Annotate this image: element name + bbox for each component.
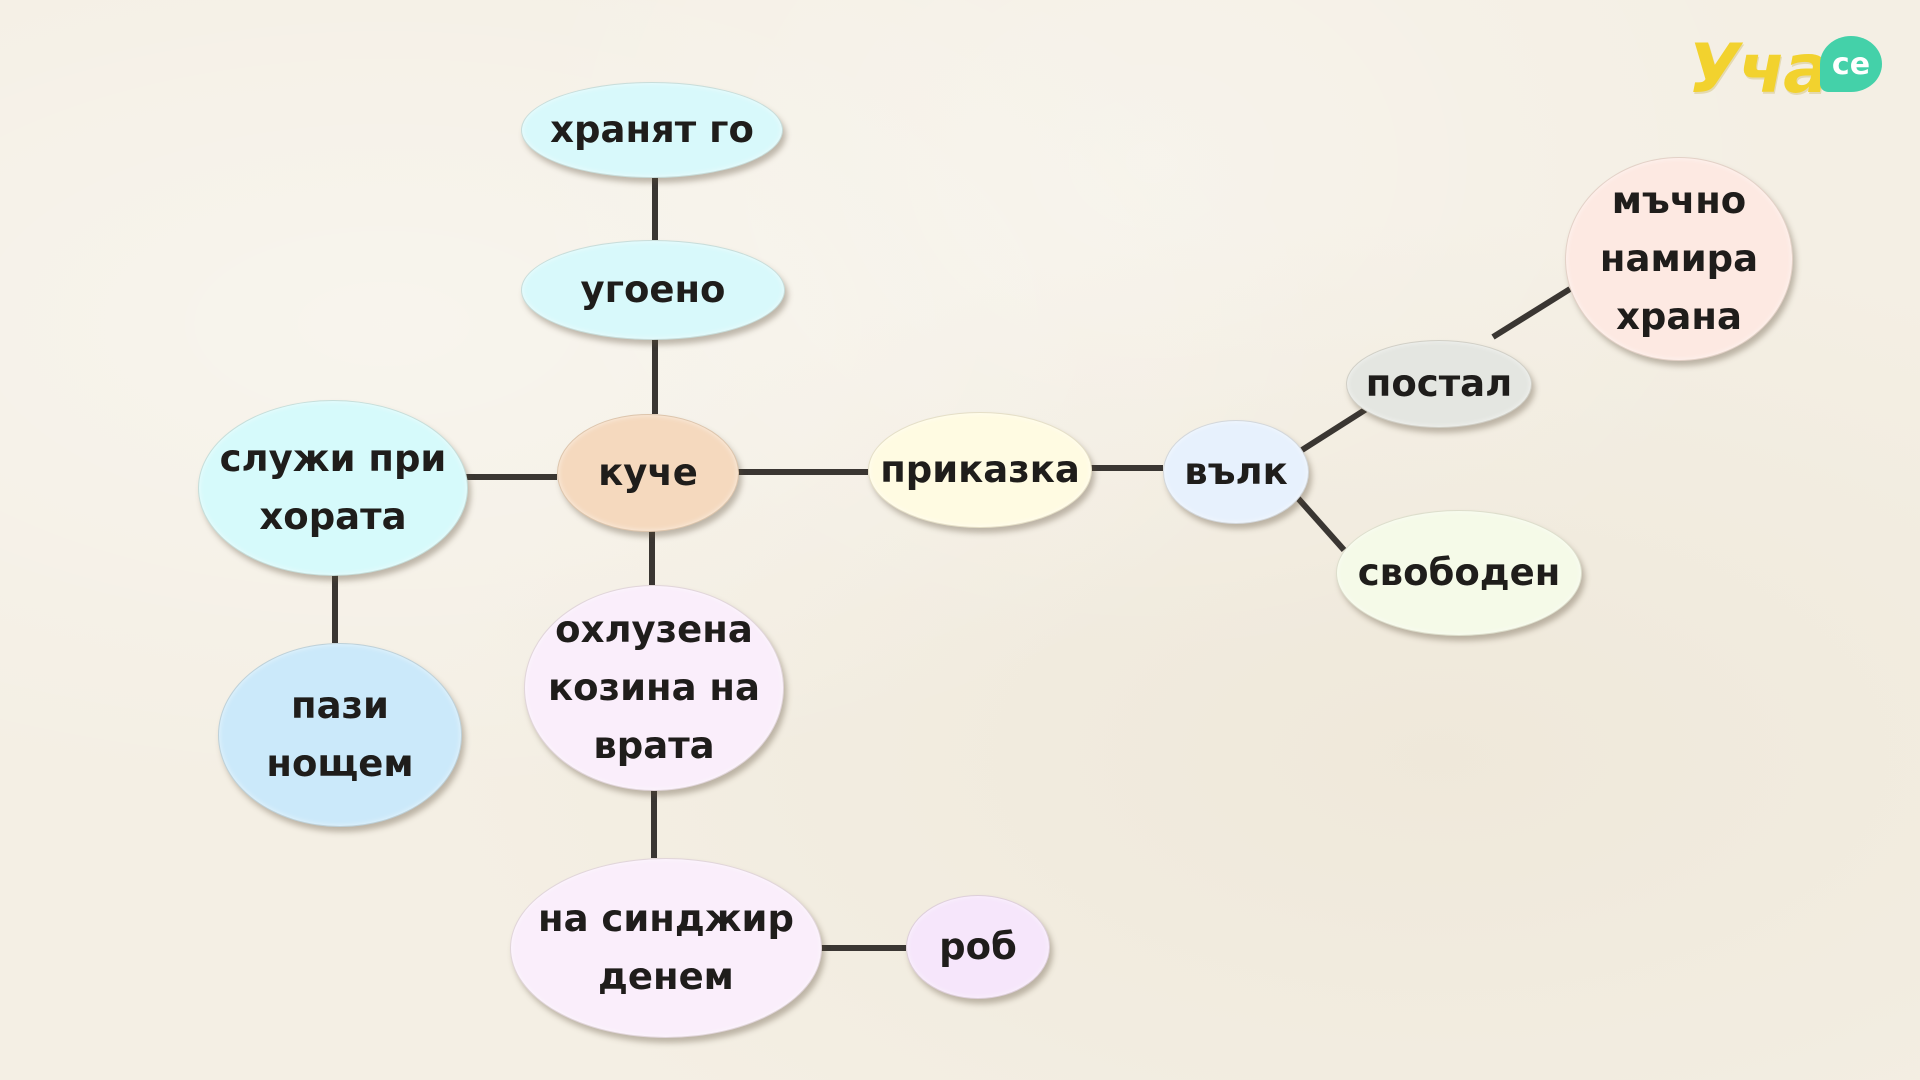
node-svoboden-label: свободен — [1357, 551, 1561, 594]
node-rob: роб — [906, 895, 1050, 999]
node-pazi-noshtem-label: пази нощем — [266, 684, 414, 785]
node-svoboden: свободен — [1336, 510, 1582, 636]
node-ugoeno-label: угоено — [580, 268, 726, 311]
node-prikazka-label: приказка — [880, 448, 1080, 491]
node-hranyat-go: хранят го — [521, 82, 783, 178]
node-na-sindzhir-denem-label: на синджир денем — [538, 897, 794, 998]
node-na-sindzhir-denem: на синджир денем — [510, 858, 822, 1038]
connector-postal-machno — [1491, 286, 1572, 340]
node-ugoeno: угоено — [521, 240, 785, 340]
node-postal: постал — [1346, 340, 1532, 428]
node-machno-namira-hrana-label: мъчно намира храна — [1599, 179, 1759, 338]
node-postal-label: постал — [1365, 362, 1513, 405]
node-valk-label: вълк — [1184, 450, 1288, 493]
node-sluzhi-pri-horata-label: служи при хората — [219, 437, 447, 538]
brand-logo: Уча се — [1688, 30, 1900, 110]
node-ohluzena-kozina-label: охлузена козина на врата — [548, 608, 760, 767]
node-prikazka: приказка — [868, 412, 1092, 528]
connector-valk-svoboden — [1293, 494, 1347, 552]
node-ohluzena-kozina: охлузена козина на врата — [524, 585, 784, 791]
node-rob-label: роб — [939, 925, 1017, 968]
node-valk: вълк — [1163, 420, 1309, 524]
node-sluzhi-pri-horata: служи при хората — [198, 400, 468, 576]
node-kuche-label: куче — [598, 451, 698, 494]
brand-logo-badge-text: се — [1831, 46, 1871, 82]
brand-logo-badge: се — [1820, 36, 1882, 92]
node-pazi-noshtem: пази нощем — [218, 643, 462, 827]
node-hranyat-go-label: хранят го — [550, 108, 754, 151]
node-machno-namira-hrana: мъчно намира храна — [1565, 157, 1793, 361]
node-kuche: куче — [557, 414, 739, 532]
brand-logo-text: Уча — [1688, 30, 1829, 109]
connector-valk-postal — [1300, 405, 1370, 453]
